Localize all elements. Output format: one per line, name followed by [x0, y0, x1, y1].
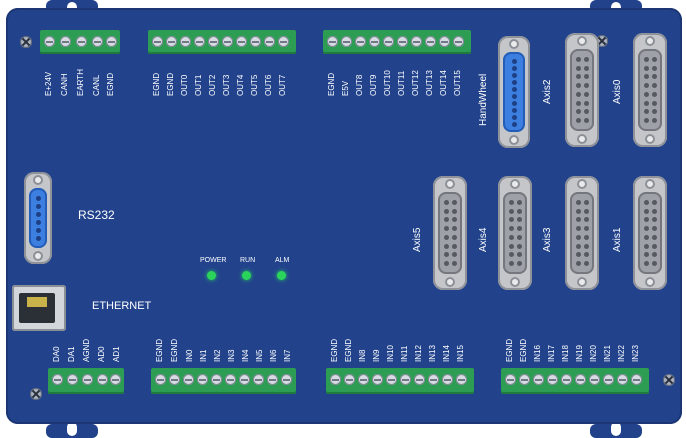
terminal-block-top-1: [40, 30, 120, 54]
terminal-label: IN13: [428, 345, 437, 362]
terminal-label: EGND: [330, 338, 339, 362]
mount-tab-bottom-left: [46, 422, 98, 438]
terminal-label: OUT4: [236, 74, 245, 96]
terminal-label: IN2: [213, 349, 222, 362]
terminal-label: OUT9: [369, 74, 378, 96]
terminal-label: IN20: [589, 345, 598, 362]
terminal-label: IN22: [617, 345, 626, 362]
connector-label: Axis3: [542, 227, 553, 252]
terminal-label: OUT1: [194, 74, 203, 96]
terminal-label: IN9: [372, 349, 381, 362]
axis5-connector[interactable]: [433, 176, 467, 290]
terminal-label: IN23: [631, 345, 640, 362]
terminal-label: OUT2: [208, 74, 217, 96]
axis2-connector[interactable]: [565, 33, 599, 147]
terminal-label: EGND: [519, 338, 528, 362]
axis0-connector[interactable]: [633, 33, 667, 147]
terminal-label: OUT11: [397, 70, 406, 96]
terminal-label: E5V: [341, 80, 350, 96]
terminal-label: IN15: [456, 345, 465, 362]
terminal-block-top-3: [323, 30, 471, 54]
terminal-label: IN14: [442, 345, 451, 362]
led-label-alm: ALM: [275, 257, 290, 264]
connector-label: Axis5: [412, 227, 423, 252]
terminal-block-bottom-3: [326, 368, 474, 394]
connector-label: HandWheel: [478, 73, 489, 126]
terminal-block-bottom-4: [501, 368, 649, 394]
ethernet-port[interactable]: [12, 285, 66, 331]
terminal-label: AD1: [112, 346, 121, 362]
led-label-power: POWER: [200, 257, 227, 264]
terminal-label: OUT12: [411, 70, 420, 96]
terminal-label: EGND: [106, 72, 115, 96]
terminal-label: EGND: [152, 72, 161, 96]
terminal-label: IN8: [358, 349, 367, 362]
terminal-label: AD0: [97, 346, 106, 362]
led-alm: [277, 271, 286, 280]
terminal-label: IN17: [547, 345, 556, 362]
terminal-label: IN18: [561, 345, 570, 362]
ethernet-label: ETHERNET: [92, 300, 152, 312]
led-power: [207, 271, 216, 280]
terminal-label: IN19: [575, 345, 584, 362]
terminal-label: OUT7: [278, 74, 287, 96]
terminal-label: OUT3: [222, 74, 231, 96]
terminal-label: IN0: [185, 349, 194, 362]
terminal-label: OUT14: [439, 70, 448, 96]
terminal-label: EARTH: [76, 69, 85, 96]
terminal-label: IN21: [603, 345, 612, 362]
terminal-label: OUT10: [383, 70, 392, 96]
terminal-label: IN5: [255, 349, 264, 362]
terminal-label: EGND: [155, 338, 164, 362]
axis3-connector[interactable]: [565, 176, 599, 290]
terminal-label: IN3: [227, 349, 236, 362]
terminal-label: DA0: [52, 346, 61, 362]
screw-icon: [663, 374, 675, 386]
terminal-label: IN6: [269, 349, 278, 362]
terminal-label: OUT15: [453, 70, 462, 96]
axis4-connector[interactable]: [498, 176, 532, 290]
led-label-run: RUN: [240, 257, 256, 264]
terminal-block-top-2: [148, 30, 296, 54]
terminal-label: EGND: [327, 72, 336, 96]
screw-icon: [596, 35, 608, 47]
terminal-label: CANH: [60, 73, 69, 96]
terminal-label: IN12: [414, 345, 423, 362]
terminal-label: IN4: [241, 349, 250, 362]
terminal-label: OUT8: [355, 74, 364, 96]
rs232-label: RS232: [78, 208, 115, 222]
terminal-label: OUT13: [425, 70, 434, 96]
connector-label: Axis1: [612, 227, 623, 252]
terminal-label: IN16: [533, 345, 542, 362]
terminal-label: OUT0: [180, 74, 189, 96]
terminal-label: IN10: [386, 345, 395, 362]
terminal-label: IN11: [400, 345, 409, 362]
connector-label: Axis4: [478, 227, 489, 252]
terminal-label: IN1: [199, 349, 208, 362]
terminal-label: EGND: [170, 338, 179, 362]
led-run: [242, 271, 251, 280]
handwheel-connector[interactable]: [498, 36, 530, 148]
rs232-connector[interactable]: [24, 172, 52, 264]
terminal-label: OUT6: [264, 74, 273, 96]
terminal-label: E+24V: [44, 71, 53, 96]
terminal-label: EGND: [344, 338, 353, 362]
terminal-label: OUT5: [250, 74, 259, 96]
terminal-block-bottom-1: [48, 368, 124, 394]
screw-icon: [30, 388, 42, 400]
terminal-label: EGND: [505, 338, 514, 362]
terminal-block-bottom-2: [151, 368, 296, 394]
terminal-label: IN7: [283, 349, 292, 362]
terminal-label: EGND: [166, 72, 175, 96]
terminal-label: AGND: [82, 338, 91, 362]
terminal-label: CANL: [92, 74, 101, 96]
mount-tab-bottom-right: [590, 422, 642, 438]
connector-label: Axis2: [542, 79, 553, 104]
connector-label: Axis0: [612, 79, 623, 104]
terminal-label: DA1: [67, 346, 76, 362]
axis1-connector[interactable]: [633, 176, 667, 290]
screw-icon: [20, 36, 32, 48]
